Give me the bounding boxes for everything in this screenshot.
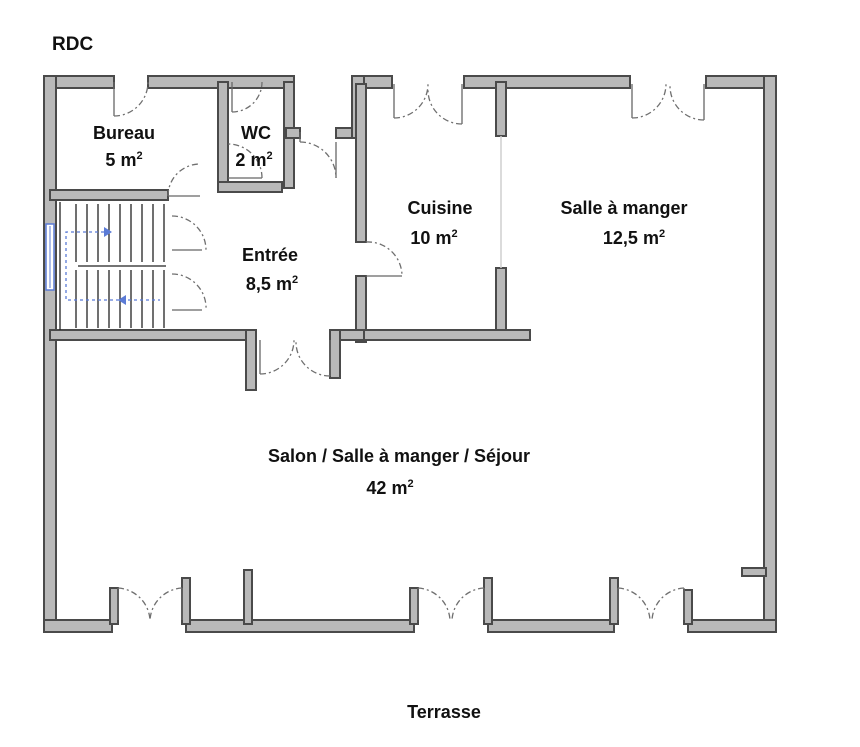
stair-arrow-left-icon xyxy=(118,295,126,305)
wall-wc-left xyxy=(217,81,229,193)
wall-door-jamb-right xyxy=(329,329,341,379)
wall-bottom-jamb-7 xyxy=(683,589,693,625)
wall-bottom-a xyxy=(43,619,113,633)
wall-top-right-b xyxy=(463,75,631,89)
wall-wc-bottom xyxy=(217,181,283,193)
wall-entree-right-b xyxy=(355,275,367,343)
wall-entree-right-a xyxy=(355,83,367,243)
wall-cuisine-bottom xyxy=(363,329,531,341)
wall-right xyxy=(763,75,777,633)
room-wc-name: WC xyxy=(241,123,271,143)
wall-cuisine-right xyxy=(495,81,507,137)
left-window xyxy=(45,223,55,291)
room-cuisine-name: Cuisine xyxy=(407,198,472,218)
wall-bottom-jamb-4 xyxy=(409,587,419,625)
wall-bottom-jamb-1 xyxy=(109,587,119,625)
outer-walls xyxy=(43,75,777,633)
staircase xyxy=(59,202,166,330)
room-bureau-area: 5 m2 xyxy=(105,150,142,170)
wall-bottom-jamb-6 xyxy=(609,577,619,625)
wall-bottom-b xyxy=(185,619,415,633)
room-entree-area: 8,5 m2 xyxy=(246,274,298,294)
room-salon-area: 42 m2 xyxy=(366,478,413,498)
interior-walls xyxy=(49,75,767,625)
room-salle-name: Salle à manger xyxy=(560,198,687,218)
wall-bottom-d xyxy=(687,619,777,633)
terrasse-label: Terrasse xyxy=(407,702,481,722)
room-wc-area: 2 m2 xyxy=(235,150,272,170)
stair-arrow-up-icon xyxy=(104,227,112,237)
wall-bottom-c xyxy=(487,619,615,633)
wall-bureau-bottom xyxy=(49,189,169,201)
room-cuisine-area: 10 m2 xyxy=(410,228,457,248)
wall-entree-notch-a xyxy=(285,127,301,139)
room-salle-area: 12,5 m2 xyxy=(603,228,665,248)
level-title: RDC xyxy=(52,34,93,55)
wall-left xyxy=(43,75,57,633)
wall-entree-bottom-a xyxy=(49,329,251,341)
wall-bottom-jamb-5 xyxy=(483,577,493,625)
wall-right-stub xyxy=(741,567,767,577)
room-salon-name: Salon / Salle à manger / Séjour xyxy=(268,446,530,466)
wall-bottom-jamb-3 xyxy=(243,569,253,625)
doors xyxy=(113,81,705,621)
wall-bottom-jamb-2 xyxy=(181,577,191,625)
room-bureau-name: Bureau xyxy=(93,123,155,143)
wall-door-jamb-left xyxy=(245,329,257,391)
room-entree-name: Entrée xyxy=(242,245,298,265)
